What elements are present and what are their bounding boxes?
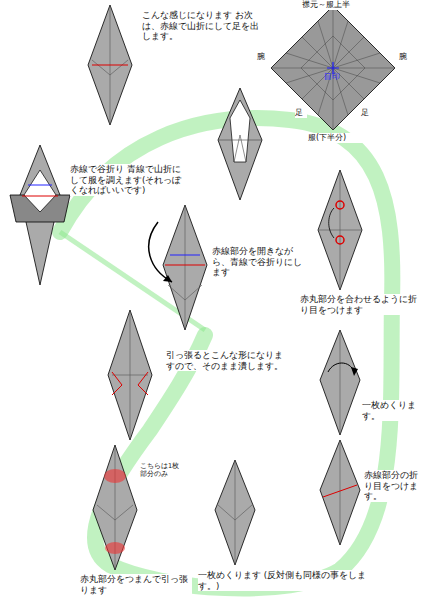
instruction-label: 一枚めくります。 — [362, 400, 420, 421]
instruction-label: こちらは1枚部分のみ — [140, 462, 182, 478]
instruction-label: 赤丸部分をつまんで引っ張ります — [80, 574, 192, 595]
instruction-label: 腕 — [399, 52, 411, 62]
instruction-label: 襟元～服上半 — [302, 0, 372, 10]
instruction-label: 足 — [295, 108, 307, 118]
instruction-label: こんな感じになります お次は、赤線で山折にして足を出します。 — [142, 10, 267, 42]
instruction-label: 足 — [361, 108, 373, 118]
instruction-label: 赤線部分を開きながら、青線で谷折りにします — [212, 246, 307, 278]
instruction-label: 目印 — [324, 72, 344, 81]
instruction-label: 引っ張るとこんな形になりますので、そのまま潰します。 — [166, 350, 284, 371]
instruction-label: 赤丸部分を合わせるように折り目をつけます — [300, 294, 418, 315]
instruction-label: 一枚めくります (反対側も同様の事をします。) — [198, 570, 373, 591]
instruction-label: 赤線で谷折り 青線で山折にして服を調えます(それっぽくなればいいです) — [70, 164, 187, 196]
instruction-label: 服(下半分) — [308, 133, 368, 143]
instruction-label: 赤線部分の折り目をつけます。 — [364, 470, 420, 502]
instruction-label: 腕 — [257, 52, 269, 62]
